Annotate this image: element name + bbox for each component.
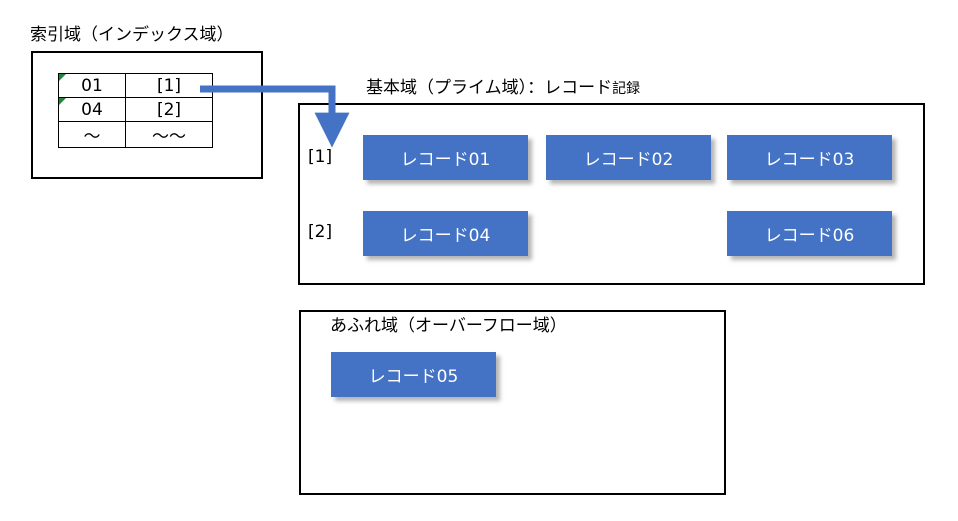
prime-area-box bbox=[298, 103, 925, 285]
table-row: 01 [1] bbox=[58, 73, 213, 98]
prime-slot-1-label: [1] bbox=[308, 147, 333, 167]
index-key-value: ～ bbox=[83, 127, 101, 147]
index-pointer-cell: [1] bbox=[125, 73, 213, 98]
overflow-area-title: あふれ域（オーバーフロー域） bbox=[330, 316, 567, 336]
prime-area-title: 基本域（プライム域）：レコード記録 bbox=[366, 80, 640, 97]
index-table: 01 [1] 04 [2] ～ ～～ bbox=[58, 73, 213, 148]
index-key-value: 01 bbox=[81, 75, 103, 96]
record-chip-06[interactable]: レコード06 bbox=[727, 211, 892, 256]
index-pointer-value: [1] bbox=[156, 75, 182, 96]
index-pointer-value: [2] bbox=[156, 99, 182, 120]
index-key-cell: 01 bbox=[58, 73, 126, 98]
prime-slot-2-label: [2] bbox=[308, 222, 333, 242]
comment-flag-icon bbox=[59, 74, 66, 81]
record-chip-02[interactable]: レコード02 bbox=[546, 135, 711, 180]
prime-area-title-suffix: 記録 bbox=[612, 81, 641, 97]
table-row: 04 [2] bbox=[58, 97, 213, 122]
record-chip-05[interactable]: レコード05 bbox=[331, 352, 496, 397]
index-pointer-cell: ～～ bbox=[125, 121, 213, 148]
record-chip-04[interactable]: レコード04 bbox=[363, 211, 528, 256]
record-chip-01[interactable]: レコード01 bbox=[363, 135, 528, 180]
overflow-area-box bbox=[299, 310, 726, 495]
index-pointer-cell: [2] bbox=[125, 97, 213, 122]
index-area-title: 索引域（インデックス域） bbox=[30, 25, 234, 45]
index-pointer-value: ～～ bbox=[152, 127, 186, 147]
prime-area-title-main: 基本域（プライム域）：レコード bbox=[366, 78, 613, 98]
index-key-cell: 04 bbox=[58, 97, 126, 122]
table-row: ～ ～～ bbox=[58, 121, 213, 148]
index-key-value: 04 bbox=[81, 99, 103, 120]
record-chip-03[interactable]: レコード03 bbox=[727, 135, 892, 180]
comment-flag-icon bbox=[59, 98, 66, 105]
index-key-cell: ～ bbox=[58, 121, 126, 148]
